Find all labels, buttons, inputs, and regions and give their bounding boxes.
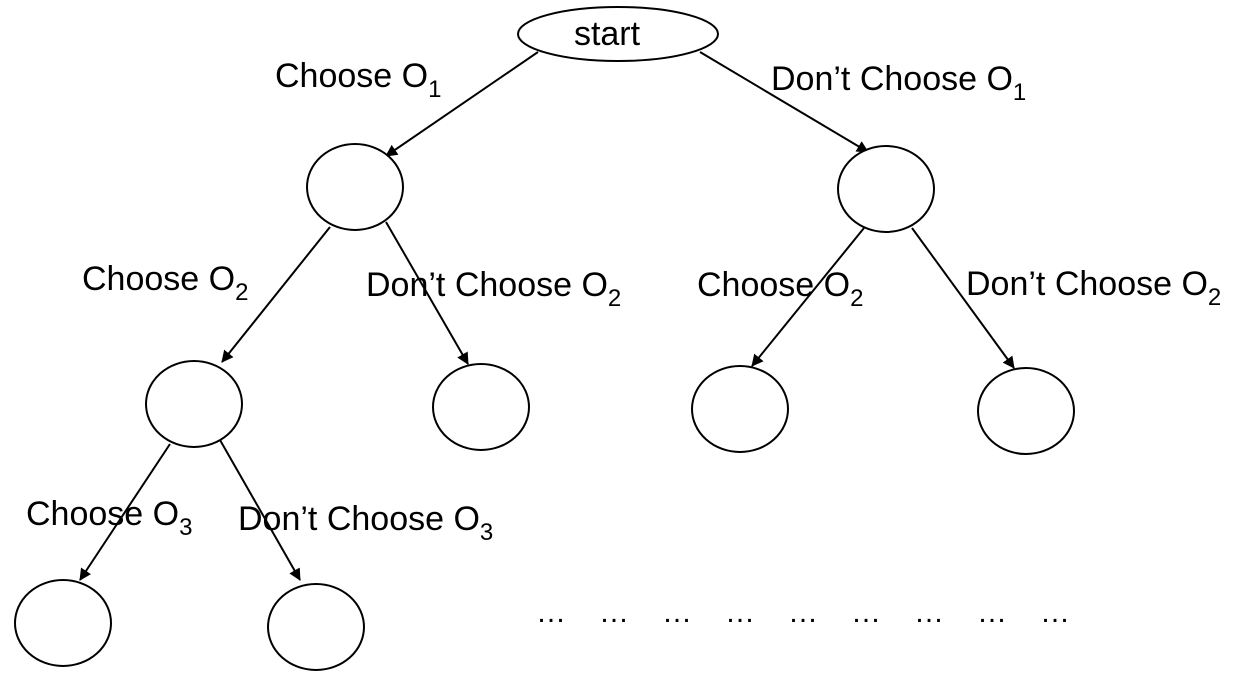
label-choose-o3: Choose O3 (26, 495, 192, 541)
label-choose-o1: Choose O1 (275, 57, 441, 103)
label-right-choose-o2: Choose O2 (697, 266, 863, 312)
label-right-dont-choose-o2: Don’t Choose O2 (966, 265, 1221, 311)
edge-ll-to-llr (219, 439, 301, 581)
label-dont-choose-o3: Don’t Choose O3 (238, 500, 493, 546)
edge-ll-to-lll (79, 443, 171, 581)
edge-right-to-rl (751, 227, 865, 367)
node-choose-o1-choose-o2 (145, 360, 243, 448)
edge-start-to-right (699, 51, 869, 153)
edge-right-to-rr (911, 227, 1015, 369)
node-choose-o3 (14, 579, 112, 667)
node-not-o1-choose-o2 (691, 365, 789, 453)
label-left-dont-choose-o2: Don’t Choose O2 (366, 266, 621, 312)
node-not-choose-o1 (837, 145, 935, 233)
root-node (517, 6, 719, 62)
node-choose-o1-not-choose-o2 (432, 363, 530, 451)
node-not-choose-o3 (267, 583, 365, 671)
label-dont-choose-o1: Don’t Choose O1 (771, 60, 1026, 106)
root-label: start (574, 15, 641, 53)
edge-left-to-lr (385, 221, 469, 365)
continuation-ellipsis: ……………………… (536, 596, 1070, 629)
node-not-o1-not-choose-o2 (977, 367, 1075, 455)
edge-left-to-ll (221, 226, 331, 363)
node-choose-o1 (306, 143, 404, 231)
label-left-choose-o2: Choose O2 (82, 260, 248, 306)
edge-start-to-left (385, 51, 539, 157)
